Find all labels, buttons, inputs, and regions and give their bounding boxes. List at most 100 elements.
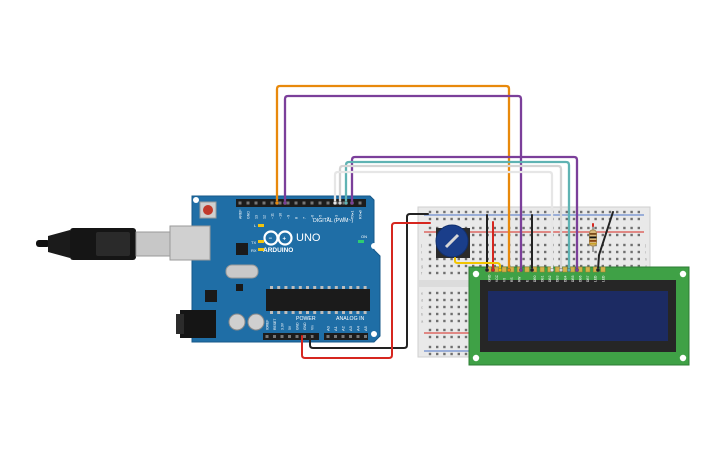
breadboard-hole[interactable] — [608, 257, 612, 261]
breadboard-hole[interactable] — [594, 210, 597, 214]
breadboard-hole[interactable] — [457, 291, 460, 295]
header-pin[interactable] — [358, 201, 362, 205]
breadboard-hole[interactable] — [464, 210, 468, 214]
breadboard-hole[interactable] — [623, 217, 626, 221]
breadboard-hole[interactable] — [608, 226, 612, 230]
lcd-pin[interactable] — [570, 266, 576, 273]
breadboard-hole[interactable] — [464, 257, 468, 261]
breadboard-hole[interactable] — [536, 233, 540, 237]
breadboard-hole[interactable] — [572, 243, 576, 247]
breadboard-hole[interactable] — [529, 210, 532, 214]
breadboard-hole[interactable] — [601, 217, 604, 221]
breadboard-hole[interactable] — [436, 352, 439, 356]
lcd-pin[interactable] — [524, 266, 530, 273]
breadboard-hole[interactable] — [457, 328, 460, 332]
breadboard-hole[interactable] — [544, 233, 547, 237]
header-pin[interactable] — [349, 335, 352, 338]
breadboard-hole[interactable] — [594, 257, 597, 261]
breadboard-hole[interactable] — [587, 210, 590, 214]
breadboard-hole[interactable] — [443, 264, 446, 268]
breadboard-hole[interactable] — [572, 250, 576, 254]
breadboard-hole[interactable] — [464, 335, 468, 339]
breadboard-hole[interactable] — [436, 257, 439, 261]
breadboard-hole[interactable] — [443, 335, 446, 339]
breadboard-hole[interactable] — [565, 226, 568, 230]
breadboard-hole[interactable] — [637, 264, 640, 268]
breadboard-hole[interactable] — [493, 226, 496, 230]
breadboard-hole[interactable] — [500, 210, 504, 214]
breadboard-hole[interactable] — [522, 250, 525, 254]
header-pin[interactable] — [270, 201, 274, 205]
breadboard-hole[interactable] — [450, 335, 453, 339]
header-pin[interactable] — [302, 201, 306, 205]
header-pin[interactable] — [341, 335, 345, 338]
breadboard-hole[interactable] — [515, 233, 518, 237]
breadboard-hole[interactable] — [493, 210, 496, 214]
breadboard-hole[interactable] — [464, 328, 468, 332]
breadboard-hole[interactable] — [580, 210, 583, 214]
breadboard-hole[interactable] — [565, 250, 568, 254]
breadboard-hole[interactable] — [522, 257, 525, 261]
breadboard-hole[interactable] — [436, 328, 439, 332]
header-pin[interactable] — [364, 335, 367, 338]
breadboard-hole[interactable] — [472, 233, 475, 237]
lcd-pin[interactable] — [585, 266, 591, 273]
breadboard-hole[interactable] — [558, 264, 561, 268]
breadboard-hole[interactable] — [428, 319, 432, 323]
breadboard-hole[interactable] — [464, 217, 468, 221]
breadboard-hole[interactable] — [544, 243, 547, 247]
breadboard-hole[interactable] — [428, 243, 432, 247]
breadboard-hole[interactable] — [580, 264, 583, 268]
breadboard-hole[interactable] — [436, 217, 439, 221]
breadboard-hole[interactable] — [472, 226, 475, 230]
breadboard-hole[interactable] — [450, 328, 453, 332]
breadboard-hole[interactable] — [500, 257, 504, 261]
wire-black[interactable] — [309, 213, 429, 349]
breadboard-hole[interactable] — [536, 250, 540, 254]
breadboard-hole[interactable] — [515, 226, 518, 230]
breadboard-hole[interactable] — [544, 226, 547, 230]
header-pin[interactable] — [254, 201, 258, 205]
breadboard-hole[interactable] — [493, 250, 496, 254]
breadboard-hole[interactable] — [443, 298, 446, 302]
breadboard-hole[interactable] — [428, 328, 432, 332]
header-pin[interactable] — [303, 335, 306, 338]
breadboard-hole[interactable] — [572, 210, 576, 214]
breadboard-hole[interactable] — [450, 352, 453, 356]
breadboard-hole[interactable] — [565, 217, 568, 221]
breadboard-hole[interactable] — [630, 243, 633, 247]
header-pin[interactable] — [356, 335, 360, 338]
breadboard-hole[interactable] — [450, 264, 453, 268]
breadboard-hole[interactable] — [616, 243, 619, 247]
breadboard-hole[interactable] — [443, 271, 446, 275]
breadboard-hole[interactable] — [500, 264, 504, 268]
breadboard-hole[interactable] — [630, 250, 633, 254]
breadboard-hole[interactable] — [479, 226, 482, 230]
breadboard-hole[interactable] — [544, 217, 547, 221]
breadboard-hole[interactable] — [500, 243, 504, 247]
breadboard-hole[interactable] — [637, 243, 640, 247]
header-pin[interactable] — [238, 201, 242, 205]
breadboard-hole[interactable] — [529, 257, 532, 261]
breadboard-hole[interactable] — [572, 233, 576, 237]
breadboard-hole[interactable] — [630, 210, 633, 214]
breadboard-hole[interactable] — [587, 250, 590, 254]
breadboard-hole[interactable] — [443, 291, 446, 295]
header-pin[interactable] — [265, 335, 269, 338]
breadboard-hole[interactable] — [428, 291, 432, 295]
breadboard-hole[interactable] — [464, 271, 468, 275]
breadboard-hole[interactable] — [436, 312, 439, 316]
breadboard-hole[interactable] — [544, 210, 547, 214]
breadboard-hole[interactable] — [450, 210, 453, 214]
breadboard-hole[interactable] — [472, 210, 475, 214]
breadboard-hole[interactable] — [601, 210, 604, 214]
breadboard-hole[interactable] — [536, 226, 540, 230]
breadboard-hole[interactable] — [522, 217, 525, 221]
wire-black[interactable] — [597, 211, 614, 271]
breadboard-hole[interactable] — [616, 217, 619, 221]
breadboard-hole[interactable] — [580, 250, 583, 254]
breadboard-hole[interactable] — [580, 243, 583, 247]
breadboard-hole[interactable] — [457, 335, 460, 339]
breadboard-hole[interactable] — [572, 217, 576, 221]
breadboard-hole[interactable] — [464, 298, 468, 302]
